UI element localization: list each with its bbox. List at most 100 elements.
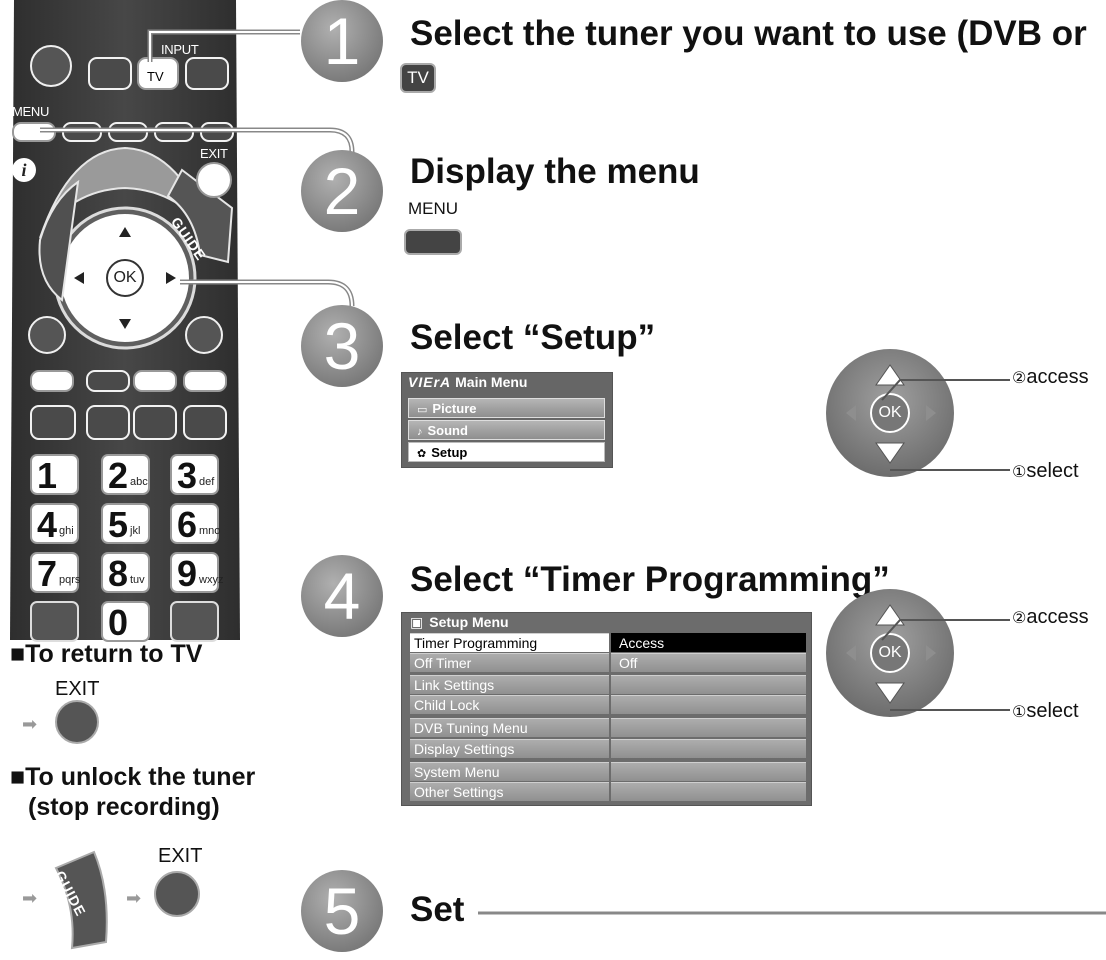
setup-row-link-settings[interactable]: Link Settings xyxy=(410,675,806,694)
key-digit: 6 xyxy=(177,504,198,545)
exit-button[interactable] xyxy=(154,871,200,917)
viera-logo: VIErA xyxy=(408,374,452,390)
key-letters: abc xyxy=(130,476,148,488)
picture-icon: ▭ xyxy=(417,404,428,416)
ok-label: OK xyxy=(878,644,902,661)
remote-menu-label: MENU xyxy=(12,104,50,119)
setup-row-child-lock[interactable]: Child Lock xyxy=(410,695,806,714)
down-arrow-icon[interactable] xyxy=(875,442,905,464)
step-5-number: 5 xyxy=(323,874,361,948)
arrow-right-icon: ➡ xyxy=(126,888,142,908)
access-label: access xyxy=(1026,366,1089,388)
numeric-key-1[interactable]: 1 xyxy=(30,454,79,496)
remote-blank-button[interactable] xyxy=(183,405,227,440)
main-menu-item-picture[interactable]: ▭ Picture xyxy=(408,398,605,418)
remote-option-button[interactable] xyxy=(185,316,223,354)
down-arrow-icon[interactable] xyxy=(875,682,905,704)
ok-button[interactable]: OK xyxy=(870,393,910,433)
exit-button[interactable] xyxy=(55,700,99,744)
color-key-green[interactable] xyxy=(86,370,130,392)
ok-button[interactable]: OK xyxy=(870,633,910,673)
setup-row-label: DVB Tuning Menu xyxy=(410,718,609,737)
key-letters: def xyxy=(199,476,215,488)
access-mark: ② xyxy=(1012,370,1027,387)
main-menu-item-label: Setup xyxy=(431,445,468,460)
tv-button[interactable]: TV xyxy=(400,63,436,93)
remote-blank-button[interactable] xyxy=(170,601,219,642)
main-menu-item-sound[interactable]: ♪ Sound xyxy=(408,420,605,440)
remote-back-button[interactable] xyxy=(28,316,66,354)
remote-blank-button[interactable] xyxy=(30,601,79,642)
ok-pad-step3: OK xyxy=(826,349,954,477)
left-arrow-icon xyxy=(846,645,856,661)
setup-row-value xyxy=(611,739,806,758)
key-digit: 4 xyxy=(37,504,58,545)
remote-ok-button[interactable]: OK xyxy=(106,259,144,297)
numeric-key-0[interactable]: 0 xyxy=(101,601,150,643)
remote-input-label: INPUT xyxy=(161,42,199,57)
select-annotation: ①select xyxy=(1012,460,1079,483)
connector-line-3 xyxy=(180,279,355,307)
setup-row-value xyxy=(611,782,806,801)
sound-icon: ♪ xyxy=(417,426,423,438)
up-arrow-icon[interactable] xyxy=(875,604,905,626)
setup-row-label: Display Settings xyxy=(410,739,609,758)
remote-blank-button[interactable] xyxy=(133,405,177,440)
setup-row-display-settings[interactable]: Display Settings xyxy=(410,739,806,758)
color-key-blue[interactable] xyxy=(183,370,227,392)
access-label: access xyxy=(1026,606,1089,628)
key-letters: mno xyxy=(199,525,221,537)
setup-row-other-settings[interactable]: Other Settings xyxy=(410,782,806,801)
setup-row-label: System Menu xyxy=(410,762,609,781)
setup-row-dvb-tuning-menu[interactable]: DVB Tuning Menu xyxy=(410,718,806,737)
guide-button[interactable] xyxy=(50,850,120,950)
square-bullet-icon: ■ xyxy=(10,763,26,791)
setup-row-value xyxy=(611,718,806,737)
setup-menu-title: Setup Menu xyxy=(429,614,509,630)
step-2-title: Display the menu xyxy=(410,152,700,191)
step-3-title: Select “Setup” xyxy=(410,318,656,357)
remote-tv-button[interactable]: TV xyxy=(137,57,179,90)
square-bullet-icon: ■ xyxy=(10,640,26,668)
select-mark: ① xyxy=(1012,464,1027,481)
step-1-number: 1 xyxy=(323,4,361,78)
power-button[interactable] xyxy=(30,45,72,87)
key-letters: jkl xyxy=(130,525,141,537)
pad-arrows xyxy=(846,604,936,704)
main-menu-item-label: Picture xyxy=(432,401,477,416)
select-label: select xyxy=(1026,460,1079,482)
pad-callout-lines xyxy=(881,379,1010,471)
connector-line-1 xyxy=(147,29,300,62)
remote-exit-button[interactable] xyxy=(196,162,232,198)
color-key-red[interactable] xyxy=(30,370,74,392)
setup-row-label: Child Lock xyxy=(410,695,609,714)
up-arrow-icon[interactable] xyxy=(875,364,905,386)
menu-button[interactable] xyxy=(404,229,462,255)
step-5-title: Set xyxy=(410,890,465,929)
remote-input-button[interactable] xyxy=(185,57,229,90)
remote-blank-button[interactable] xyxy=(86,405,130,440)
main-menu-item-label: Sound xyxy=(427,423,468,438)
access-mark: ② xyxy=(1012,610,1027,627)
key-digit: 0 xyxy=(108,602,129,643)
access-annotation: ②access xyxy=(1012,606,1089,629)
setup-row-label: Other Settings xyxy=(410,782,609,801)
key-digit: 5 xyxy=(108,504,129,545)
remote-blank-button[interactable] xyxy=(30,405,76,440)
main-menu-item-setup[interactable]: ✿Setup xyxy=(408,442,605,462)
color-key-yellow[interactable] xyxy=(133,370,177,392)
key-digit: 7 xyxy=(37,553,58,594)
setup-row-system-menu[interactable]: System Menu xyxy=(410,762,806,781)
info-icon[interactable]: i xyxy=(12,158,36,182)
remote-blank-button[interactable] xyxy=(88,57,132,90)
